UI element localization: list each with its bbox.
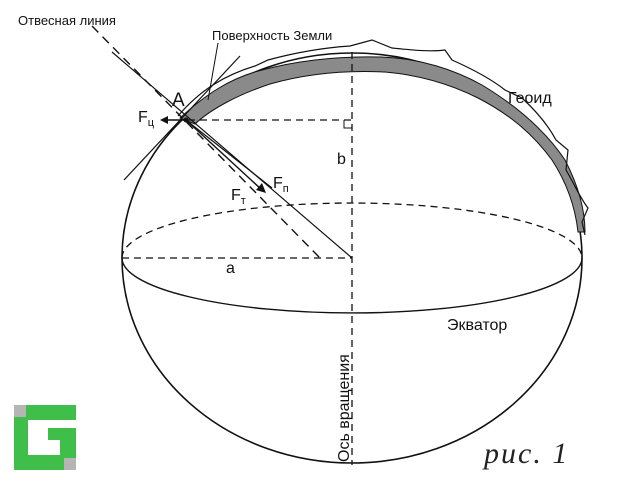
vector-fc-arrow bbox=[160, 116, 168, 124]
surface-normal bbox=[111, 51, 353, 259]
earth-surface-label: Поверхность Земли bbox=[212, 28, 332, 43]
figure-caption: рис. 1 bbox=[482, 437, 569, 470]
rotation-axis-label: Ось вращения bbox=[336, 354, 353, 462]
point-a-marker bbox=[183, 117, 189, 123]
surface-leader bbox=[207, 42, 219, 101]
geoid-band bbox=[179, 56, 586, 233]
plumb-line bbox=[91, 25, 321, 259]
equator-label: Экватор bbox=[447, 317, 507, 334]
semi-major-label: a bbox=[226, 260, 235, 277]
vector-ft bbox=[185, 119, 263, 191]
semi-minor-label: b bbox=[337, 151, 346, 168]
site-logo-icon bbox=[6, 398, 78, 470]
ft-label: Fт bbox=[231, 187, 246, 207]
right-angle-marker bbox=[343, 120, 352, 129]
vector-ft-arrow bbox=[256, 183, 266, 193]
vector-fp bbox=[185, 119, 273, 189]
equator-front bbox=[121, 257, 583, 314]
geoid-outline bbox=[177, 39, 589, 236]
fc-label: Fц bbox=[138, 109, 155, 129]
fp-label: Fп bbox=[273, 175, 289, 195]
geoid-label: Геоид bbox=[508, 90, 552, 107]
tangent-line bbox=[123, 55, 241, 181]
plumb-line-label: Отвесная линия bbox=[18, 13, 116, 28]
point-a-label: A bbox=[172, 90, 185, 111]
